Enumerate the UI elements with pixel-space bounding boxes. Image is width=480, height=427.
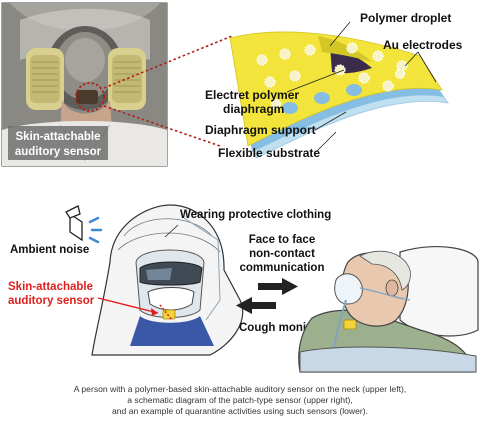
label-ambient-noise: Ambient noise — [10, 244, 89, 256]
patient-illustration — [298, 246, 479, 373]
arrow-right-icon — [258, 278, 298, 295]
protective-suit-person — [91, 204, 244, 356]
leader-wearing-clothing — [164, 224, 179, 238]
caption-line1: A person with a polymer-based skin-attac… — [73, 384, 407, 394]
leader-au-electrodes-b — [417, 51, 437, 83]
label-au-electrodes: Au electrodes — [383, 38, 463, 52]
label-face-line1: Face to face — [249, 234, 315, 246]
label-diaphragm-support: Diaphragm support — [205, 123, 316, 137]
sensor-schematic — [229, 31, 449, 159]
zoom-leader-top — [103, 35, 233, 89]
label-electret-line1: Electret polymer — [205, 88, 299, 102]
label-wearing-clothing: Wearing protective clothing — [180, 209, 331, 221]
label-face-line3: communication — [240, 262, 325, 274]
arrow-left-icon — [236, 297, 276, 314]
zoom-leader-bottom — [103, 105, 221, 147]
leader-diaphragm-support — [314, 111, 347, 131]
sensor-pointer-arrow — [97, 297, 159, 314]
label-sensor-line1: Skin-attachable — [8, 281, 93, 293]
caption-line2: a schematic diagram of the patch-type se… — [127, 395, 353, 405]
leader-electret-diaphragm — [286, 69, 345, 93]
figure-caption: A person with a polymer-based skin-attac… — [0, 384, 480, 417]
sensor-pointer-arrowhead — [151, 308, 158, 316]
speaker-icon — [65, 205, 103, 244]
label-polymer-droplet: Polymer droplet — [360, 11, 451, 25]
label-electret-line2: diaphragm — [223, 102, 284, 116]
leader-polymer-droplet — [329, 21, 351, 47]
label-face-line2: non-contact — [249, 248, 315, 260]
label-flexible-substrate: Flexible substrate — [218, 146, 320, 160]
respirator-photo — [1, 2, 168, 167]
leader-flexible-substrate — [315, 131, 337, 153]
leader-au-electrodes-a — [404, 51, 419, 67]
photo-label-line2: auditory sensor — [15, 146, 102, 158]
label-sensor-line2: auditory sensor — [8, 295, 95, 307]
photo-label-line1: Skin-attachable — [16, 131, 101, 143]
caption-line3: and an example of quarantine activities … — [111, 406, 369, 416]
